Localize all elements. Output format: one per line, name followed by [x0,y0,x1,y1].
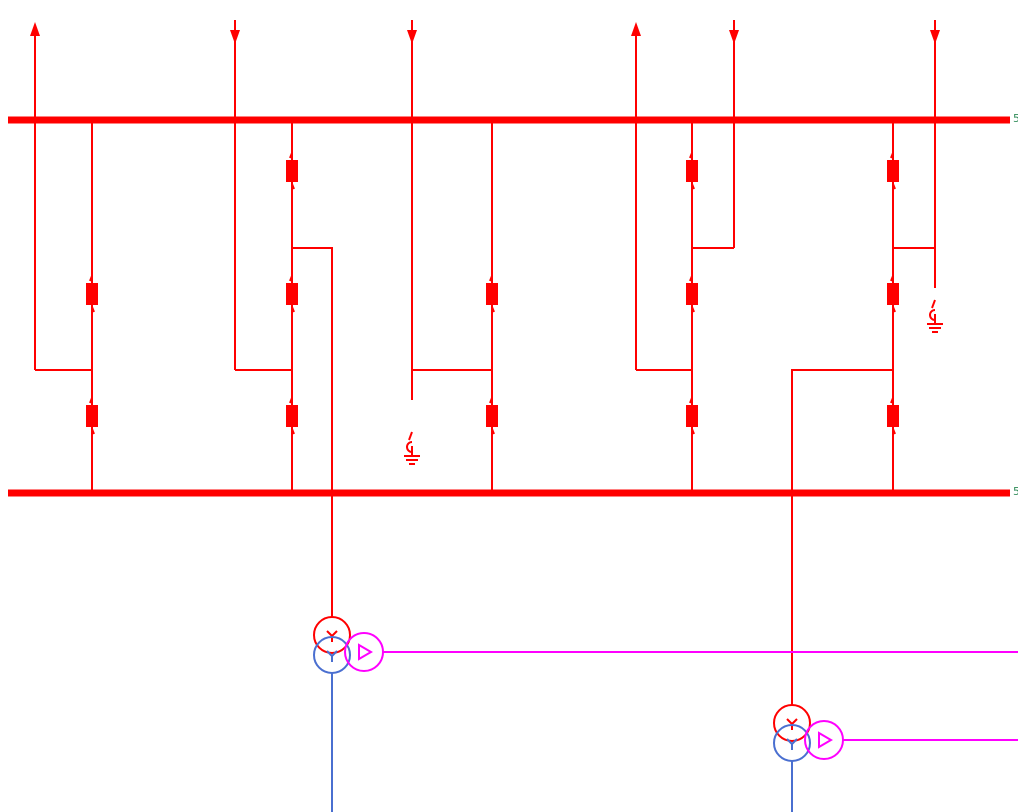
busbar-2-label: 5 [1013,485,1018,498]
disconnector-blade [291,306,295,313]
disconnector-blade [289,152,293,159]
busbar-1-label: 5 [1013,112,1018,125]
arrow-up-icon [30,22,40,36]
ground-switch-arc [406,441,413,453]
disconnector-blade [89,397,93,404]
wye-icon [786,738,793,745]
wye-icon [326,650,333,657]
ground-switch-arc [929,309,936,321]
disconnector-blade [289,275,293,282]
circuit-breaker [486,283,498,305]
disconnector-blade [691,183,695,190]
transformer-1-hv-lead [292,247,333,618]
arrow-down-icon [930,30,940,44]
disconnector-blade [489,397,493,404]
disconnector-blade [491,428,495,435]
disconnector-blade [892,428,896,435]
disconnector-blade [691,428,695,435]
circuit-breaker [286,283,298,305]
arrow-up-icon [631,22,641,36]
arrow-down-icon [407,30,417,44]
disconnector-blade [91,428,95,435]
circuit-breaker [286,160,298,182]
disconnector-blade [689,152,693,159]
disconnector-blade [291,428,295,435]
circuit-breaker [887,283,899,305]
disconnector-blade [89,275,93,282]
wye-icon [786,718,793,725]
circuit-breaker [887,405,899,427]
wye-icon [331,650,338,657]
circuit-breaker [486,405,498,427]
circuit-breaker [686,160,698,182]
disconnector-blade [289,397,293,404]
disconnector-blade [491,306,495,313]
circuit-breaker [286,405,298,427]
delta-icon [358,643,373,661]
disconnector-blade [689,275,693,282]
transformer-2-hv-lead [791,369,893,706]
disconnector-blade [291,183,295,190]
disconnector-blade [890,397,894,404]
disconnector-blade [489,275,493,282]
wye-icon [791,738,798,745]
disconnector-blade [892,183,896,190]
wye-icon [791,718,798,725]
disconnector-blade [91,306,95,313]
disconnector-blade [890,275,894,282]
circuit-breaker [686,283,698,305]
disconnector-blade [689,397,693,404]
circuit-breaker [686,405,698,427]
ground-switch [408,431,413,441]
circuit-breaker [86,283,98,305]
arrow-down-icon [230,30,240,44]
delta-icon [818,731,833,749]
wye-icon [326,630,333,637]
disconnector-blade [691,306,695,313]
transformer-hv-winding [313,616,351,654]
transformer-hv-winding [773,704,811,742]
ground-switch [931,299,936,309]
wye-icon [331,630,338,637]
disconnector-blade [890,152,894,159]
disconnector-blade [892,306,896,313]
circuit-breaker [887,160,899,182]
arrow-down-icon [729,30,739,44]
circuit-breaker [86,405,98,427]
